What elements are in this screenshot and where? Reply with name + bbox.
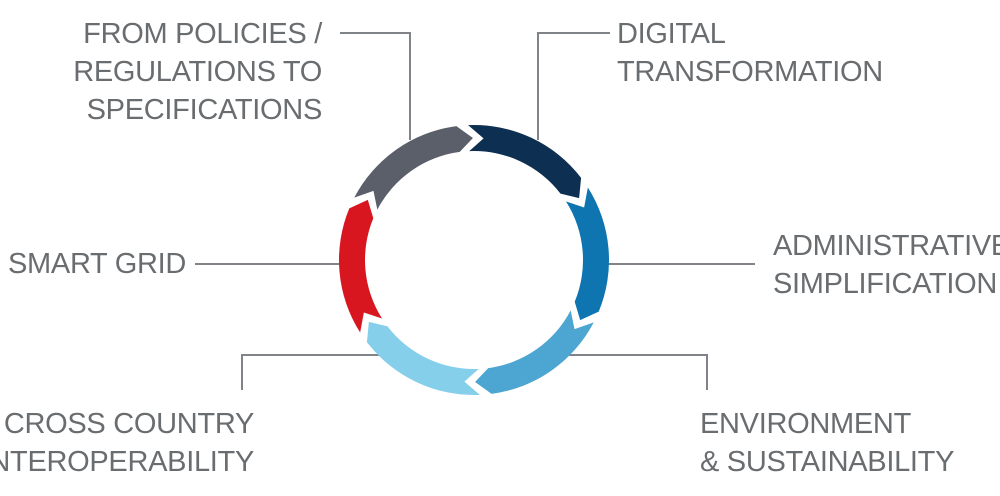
leader-lines <box>195 32 755 390</box>
leader-line-env <box>555 354 708 390</box>
label-cross-country-interoperability: CROSS COUNTRY INTEROPERABILITY <box>0 405 254 481</box>
label-admin-line-1: ADMINISTRATIVE <box>773 230 1000 262</box>
label-cross-line-2: INTEROPERABILITY <box>0 446 254 478</box>
segment-environment-sustainability <box>475 310 594 394</box>
label-smart-line-1: SMART GRID <box>8 248 187 280</box>
segment-smart-grid <box>339 199 383 333</box>
label-admin-line-2: SIMPLIFICATION <box>773 268 998 300</box>
label-env-line-1: ENVIRONMENT <box>700 408 911 440</box>
segment-administrative-simplification <box>565 187 609 321</box>
segment-policies <box>354 126 473 210</box>
label-from-policies: FROM POLICIES / REGULATIONS TO SPECIFICA… <box>73 15 322 129</box>
label-policies-line-2: REGULATIONS TO <box>73 56 322 88</box>
label-digital-line-2: TRANSFORMATION <box>617 56 883 88</box>
label-cross-line-1: CROSS COUNTRY <box>3 408 254 440</box>
segment-cross-country <box>366 321 480 395</box>
label-digital-transformation: DIGITAL TRANSFORMATION <box>617 15 883 91</box>
leader-line-policies <box>340 32 411 140</box>
segment-digital-transformation <box>468 125 582 199</box>
label-digital-line-1: DIGITAL <box>617 18 726 50</box>
label-env-line-2: & SUSTAINABILITY <box>700 446 955 478</box>
label-policies-line-3: SPECIFICATIONS <box>86 94 323 126</box>
leader-line-cross <box>241 354 385 390</box>
label-smart-grid: SMART GRID <box>8 245 186 283</box>
cycle-ring <box>339 125 609 395</box>
label-administrative-simplification: ADMINISTRATIVE SIMPLIFICATION <box>773 227 1000 303</box>
leader-line-digital <box>537 32 610 140</box>
label-environment-sustainability: ENVIRONMENT & SUSTAINABILITY <box>700 405 954 481</box>
label-policies-line-1: FROM POLICIES / <box>83 18 322 50</box>
